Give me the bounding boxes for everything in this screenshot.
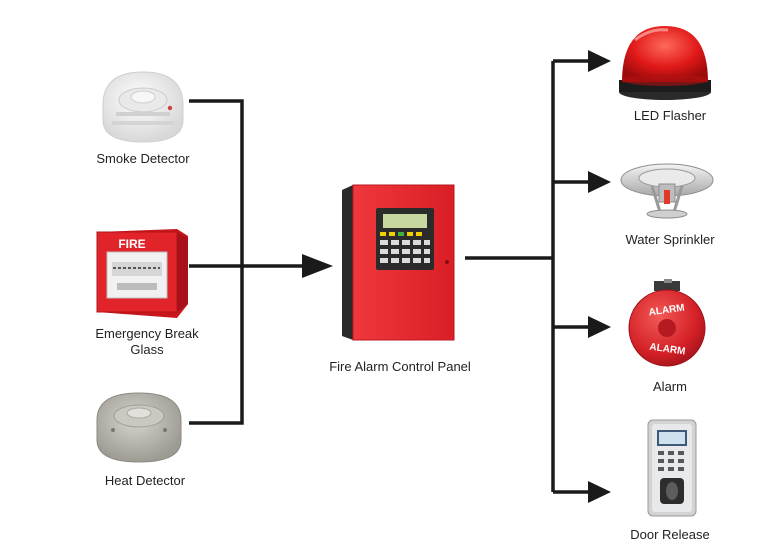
break-glass-image	[96, 229, 188, 318]
smoke-detector-image	[102, 71, 184, 143]
break-glass-label-line2: Glass	[130, 342, 164, 357]
led-flasher-arrowhead	[588, 50, 611, 72]
alarm-arrowhead	[588, 316, 611, 338]
led-flasher-image	[619, 26, 711, 100]
door-release-arrowhead	[588, 481, 611, 503]
door-release-label: Door Release	[630, 527, 710, 542]
arrowheads	[302, 50, 611, 503]
break-glass-label: Emergency Break Glass	[72, 326, 222, 358]
water-sprinkler-arrowhead	[588, 171, 611, 193]
control-panel-label: Fire Alarm Control Panel	[329, 359, 471, 374]
water-sprinkler-label: Water Sprinkler	[625, 232, 715, 247]
alarm-bell-text-top: ALARM	[648, 303, 685, 319]
heat-detector-label: Heat Detector	[104, 473, 186, 488]
control-panel-image	[342, 184, 455, 341]
smoke-detector-connector	[189, 99, 244, 425]
alarm-label: Alarm	[653, 379, 687, 394]
led-flasher-label: LED Flasher	[633, 108, 707, 123]
break-glass-label-line1: Emergency Break	[95, 326, 199, 341]
door-release-image	[647, 419, 697, 517]
smoke-detector-label: Smoke Detector	[96, 151, 190, 166]
break-glass-sign-text: FIRE	[118, 237, 145, 251]
water-sprinkler-image	[620, 163, 714, 219]
alarm-bell-image	[628, 279, 706, 367]
heat-detector-image	[96, 392, 182, 463]
connector-lines	[189, 59, 590, 494]
alarm-bell-text-bottom: ALARM	[649, 342, 686, 358]
panel-input-arrowhead	[302, 254, 333, 278]
